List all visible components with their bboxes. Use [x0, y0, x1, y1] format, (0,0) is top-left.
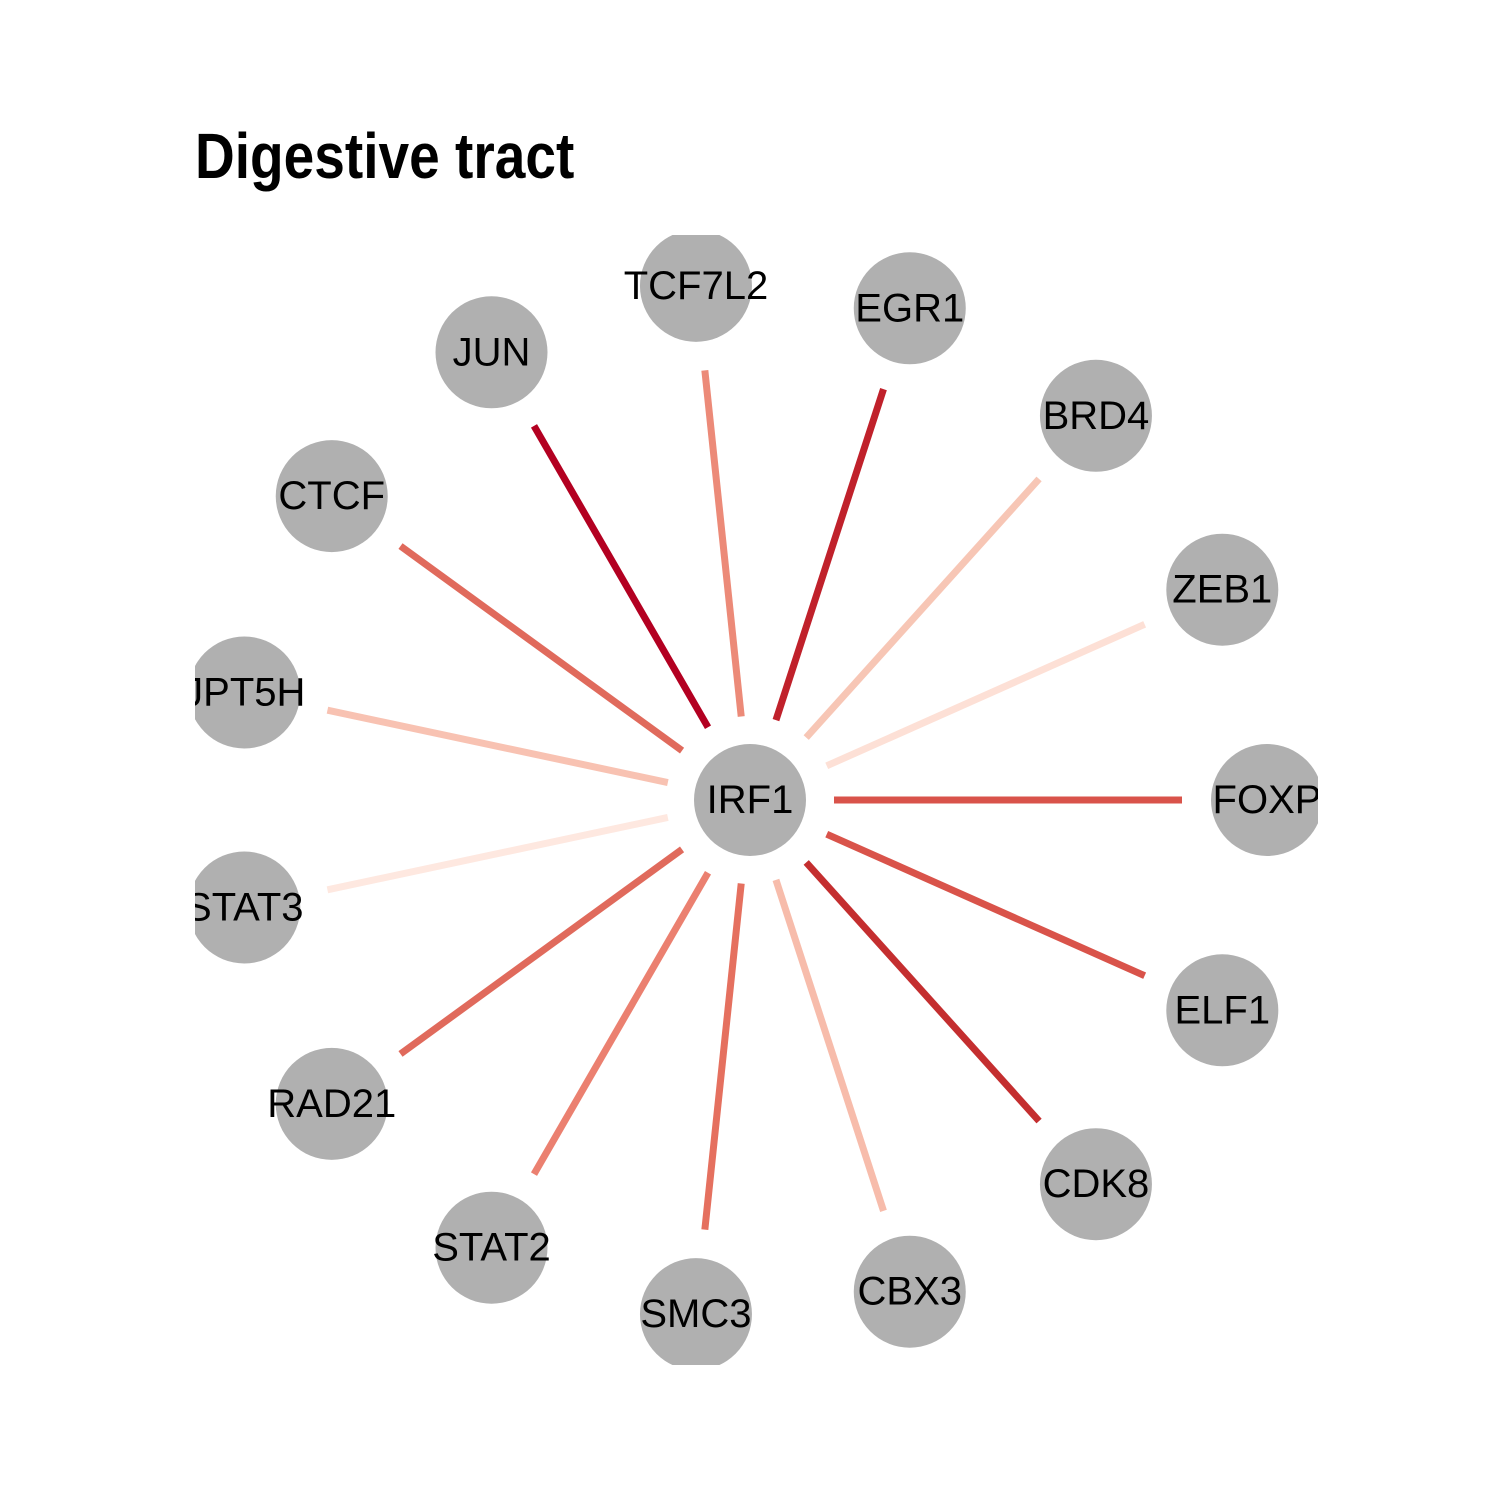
- edge-irf1-jpt5h: [326, 706, 669, 786]
- edge-irf1-elf1: [825, 830, 1147, 979]
- node-rad21: RAD21: [267, 1047, 396, 1160]
- edge-irf1-zeb1: [825, 621, 1147, 770]
- node-tcf7l2: TCF7L2: [624, 235, 769, 342]
- node-irf1-circle: [694, 744, 806, 856]
- node-rad21-label: RAD21: [267, 1082, 396, 1126]
- node-brd4-label: BRD4: [1043, 394, 1150, 438]
- node-stat2: STAT2: [432, 1191, 551, 1304]
- node-cbx3-circle: [853, 1235, 966, 1348]
- node-cdk8-circle: [1039, 1128, 1152, 1241]
- node-tcf7l2-circle: [639, 235, 752, 342]
- node-cdk8: CDK8: [1039, 1128, 1152, 1241]
- node-stat3-circle: [195, 851, 301, 964]
- node-egr1-circle: [853, 252, 966, 365]
- edge-irf1-jun: [530, 424, 712, 730]
- node-brd4: BRD4: [1039, 359, 1152, 472]
- node-zeb1: ZEB1: [1166, 533, 1279, 646]
- node-stat3: STAT3: [185, 851, 304, 964]
- node-zeb1-label: ZEB1: [1172, 568, 1272, 612]
- node-elf1: ELF1: [1166, 954, 1279, 1067]
- node-brd4-circle: [1039, 359, 1152, 472]
- edge-irf1-rad21: [398, 846, 685, 1057]
- node-jpt5h: JPT5H: [183, 636, 305, 749]
- node-tcf7l2-label: TCF7L2: [624, 264, 769, 308]
- node-smc3-label: SMC3: [640, 1292, 751, 1336]
- node-stat2-circle: [435, 1191, 548, 1304]
- edge-irf1-stat2: [530, 870, 712, 1176]
- edge-irf1-cbx3: [772, 878, 887, 1212]
- node-smc3-circle: [639, 1258, 752, 1365]
- node-irf1: IRF1: [694, 744, 806, 856]
- node-egr1-label: EGR1: [855, 286, 964, 330]
- node-jpt5h-label: JPT5H: [183, 671, 305, 715]
- edge-irf1-tcf7l2: [701, 370, 745, 717]
- edges: [326, 370, 1182, 1230]
- node-stat3-label: STAT3: [185, 885, 304, 929]
- node-jun-label: JUN: [453, 330, 531, 374]
- node-foxp-circle: [1211, 744, 1318, 856]
- node-smc3: SMC3: [639, 1258, 752, 1365]
- edge-irf1-egr1: [772, 388, 887, 722]
- node-cbx3: CBX3: [853, 1235, 966, 1348]
- node-foxp: FOXP: [1211, 744, 1322, 856]
- chart-title: Digestive tract: [195, 120, 575, 192]
- node-jun: JUN: [435, 296, 548, 409]
- node-rad21-circle: [275, 1047, 388, 1160]
- node-ctcf-circle: [275, 440, 388, 553]
- node-elf1-label: ELF1: [1174, 988, 1270, 1032]
- node-ctcf-label: CTCF: [278, 474, 385, 518]
- node-stat2-label: STAT2: [432, 1226, 551, 1270]
- node-ctcf: CTCF: [275, 440, 388, 553]
- node-egr1: EGR1: [853, 252, 966, 365]
- node-elf1-circle: [1166, 954, 1279, 1067]
- node-jun-circle: [435, 296, 548, 409]
- node-jpt5h-circle: [195, 636, 301, 749]
- edge-irf1-cdk8: [803, 860, 1042, 1124]
- node-cbx3-label: CBX3: [858, 1270, 963, 1314]
- node-zeb1-circle: [1166, 533, 1279, 646]
- edge-irf1-ctcf: [398, 543, 685, 754]
- edge-irf1-brd4: [803, 476, 1042, 740]
- node-cdk8-label: CDK8: [1043, 1162, 1150, 1206]
- node-irf1-label: IRF1: [707, 778, 794, 822]
- edge-irf1-stat3: [326, 814, 669, 894]
- node-foxp-label: FOXP: [1213, 778, 1322, 822]
- edge-irf1-smc3: [701, 883, 745, 1230]
